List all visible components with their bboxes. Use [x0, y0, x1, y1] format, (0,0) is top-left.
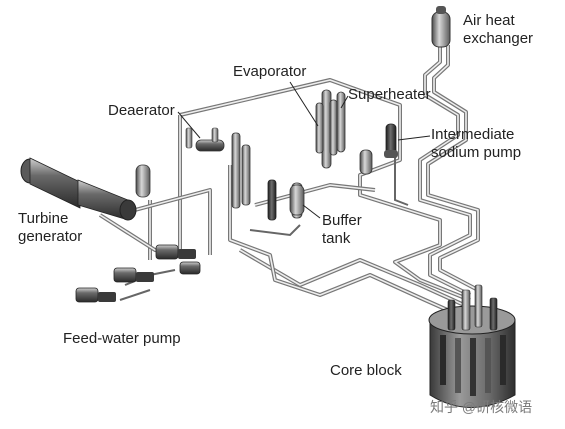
label-feed-water-pump: Feed-water pump	[63, 330, 181, 347]
intermediate-sodium-pump	[384, 123, 398, 158]
evaporator	[315, 89, 338, 169]
deaerator	[185, 127, 225, 152]
air-heat-exchanger	[431, 6, 451, 48]
feed-water-pumps	[75, 244, 201, 303]
turbine-generator	[20, 157, 151, 221]
leader-lines	[177, 81, 431, 219]
label-core-block: Core block	[330, 362, 402, 379]
label-evaporator: Evaporator	[233, 63, 307, 80]
watermark: 知乎 @研核微语	[430, 399, 533, 415]
label-air-heat-exchanger: Air heat exchanger	[463, 12, 534, 47]
superheater	[336, 91, 346, 153]
label-turbine-generator: Turbine generator	[18, 210, 83, 245]
core-block	[428, 284, 516, 408]
label-intermediate-sodium-pump: Intermediate sodium pump	[431, 126, 522, 161]
buffer-tank	[289, 184, 305, 216]
label-buffer-tank: Buffer tank	[322, 212, 362, 247]
label-deaerator: Deaerator	[108, 102, 175, 119]
label-superheater: Superheater	[348, 86, 431, 103]
piping-network	[98, 45, 480, 322]
